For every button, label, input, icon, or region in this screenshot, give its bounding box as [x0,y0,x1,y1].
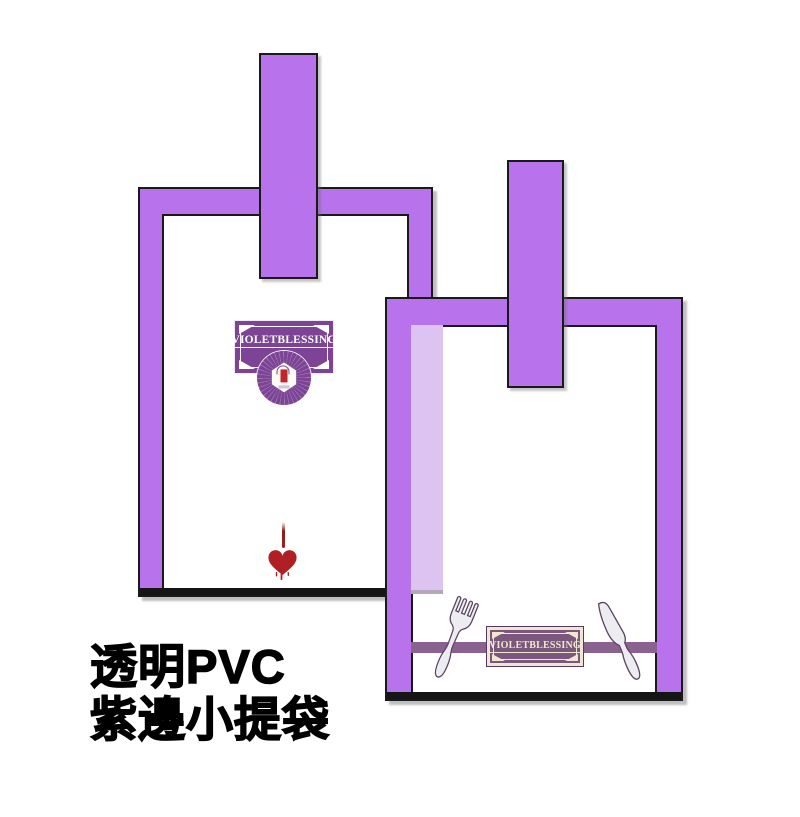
brand-text-right: VIOLETBLESSING [489,640,581,653]
left-bag-brand-badge: VIOLETBLESSING [231,320,337,374]
caption-line-1: 透明PVC [89,639,286,694]
left-bag-handle [259,53,318,279]
caption-line-2: 紫邊小提袋 [89,692,330,747]
badge-corner-ornament [239,360,255,369]
crest-emblem-icon [257,351,311,405]
label-corner-ornament [565,632,578,639]
crest-base [278,385,290,389]
knife-icon [597,601,641,680]
product-caption: 透明PVC 紫邊小提袋 [89,639,330,747]
blood-drip-icon [282,522,285,548]
badge-corner-ornament [313,325,329,334]
crest-arch [276,365,290,375]
right-bag-bottom-seam [387,692,681,699]
brand-text-left: VIOLETBLESSING [231,334,337,348]
label-inner-frame [493,633,577,660]
right-bag-brand-label: VIOLETBLESSING [486,626,584,667]
label-field: VIOLETBLESSING [489,630,581,663]
fork-icon [434,595,479,678]
label-corner-ornament [565,654,578,661]
heart-icon [268,550,297,580]
crest-relic [280,369,288,383]
badge-corner-ornament [313,360,329,369]
label-corner-ornament [492,654,505,661]
left-bag-bottom-seam [140,588,431,595]
right-bag-handle [507,160,564,388]
badge-corner-ornament [239,325,255,334]
crest-hexagon [271,362,297,393]
label-corner-ornament [492,632,505,639]
pvc-see-through-tint [411,325,443,594]
